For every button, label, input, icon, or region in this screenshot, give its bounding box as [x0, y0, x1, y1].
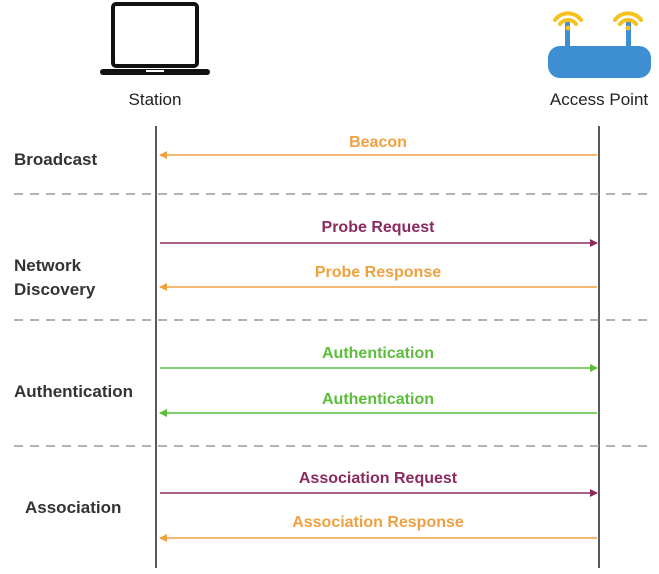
message-label-beacon: Beacon: [349, 134, 407, 151]
message-label-association-response: Association Response: [292, 514, 464, 531]
wifi-router-icon: [548, 11, 651, 78]
message-label-authentication-response: Authentication: [322, 391, 434, 408]
station-label: Station: [128, 90, 182, 109]
message-label-authentication-request: Authentication: [322, 345, 434, 362]
phase-label-association: Association: [25, 498, 122, 517]
message-label-association-request: Association Request: [298, 470, 458, 487]
phase-label-network-discovery: Network Discovery: [14, 256, 96, 299]
message-label-probe-request: Probe Request: [321, 219, 435, 236]
laptop-icon: [100, 2, 210, 75]
access-point-label: Access Point: [549, 90, 649, 109]
message-label-probe-response: Probe Response: [314, 264, 442, 281]
phase-label-authentication: Authentication: [14, 382, 133, 401]
phase-label-broadcast: Broadcast: [14, 150, 98, 169]
